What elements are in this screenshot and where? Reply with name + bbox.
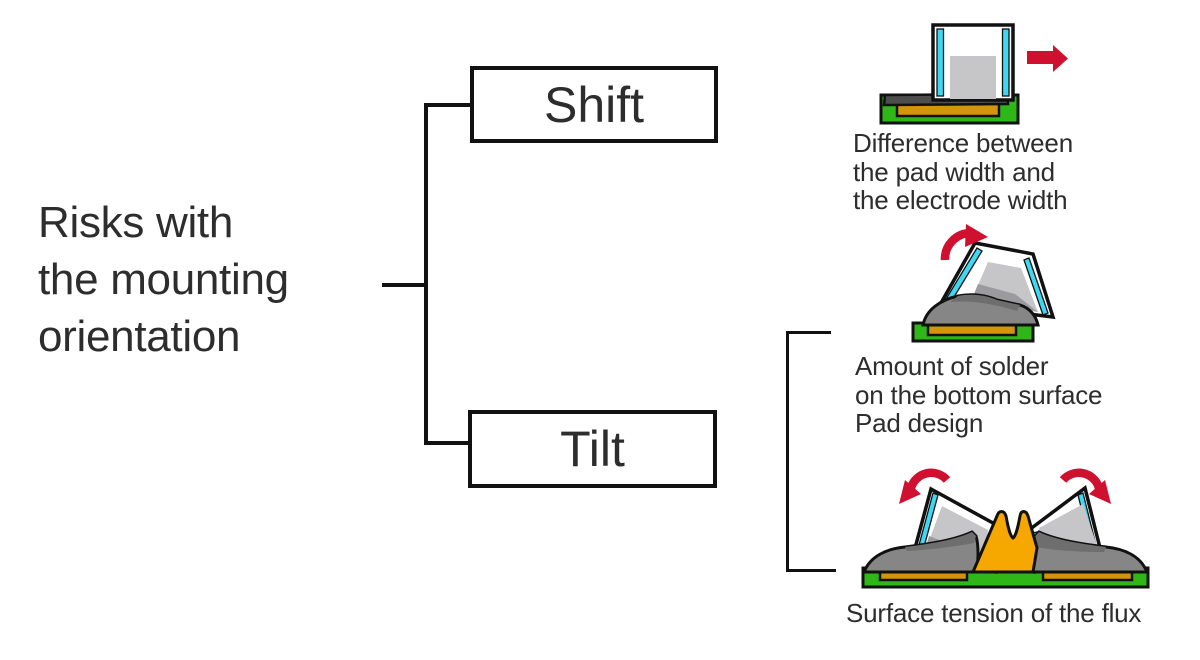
connector-tilt-stub [424,441,470,445]
rotate-ccw-arrow-head [899,480,921,504]
diagram-title: Risks with the mounting orientation [38,198,289,361]
shift-illustration [879,23,1068,125]
rotate-ccw-arrow-icon [906,468,951,490]
connector-right-bottom-stub [786,569,836,572]
component-core [950,56,996,99]
tilt-node-label: Tilt [560,421,625,477]
solder-fillet-shadow [950,294,1020,311]
tilt-flux-caption: Surface tension of the flux [846,598,1142,628]
electrode-right [1001,28,1010,97]
shift-cause-caption: Difference between the pad width and the… [853,128,1073,215]
electrode-right [1023,257,1049,316]
tombstone-illustration [861,468,1150,589]
solder-fillet-shadow-right [1029,532,1106,552]
tilt-solder-caption: Amount of solder on the bottom surface P… [855,351,1103,438]
shift-node: Shift [470,66,718,143]
connector-right-top-stub [786,331,831,334]
flux-blob [970,510,1039,574]
tilt-illustration [911,224,1056,343]
electrode-left [936,28,945,97]
connector-shift-stub [424,103,470,107]
tilt-node: Tilt [468,410,717,488]
solder-fillet-shadow-left [905,532,976,551]
shift-arrow-icon [1027,45,1068,72]
rotate-cw-arrow-head [965,224,988,247]
connector-right-vertical [786,331,789,572]
shift-node-label: Shift [543,76,645,133]
connector-title-dash [382,283,427,287]
rotate-cw-arrow-head [1089,480,1111,504]
rotate-cw-arrow-icon [1059,468,1104,490]
connector-left-vertical [424,103,428,445]
